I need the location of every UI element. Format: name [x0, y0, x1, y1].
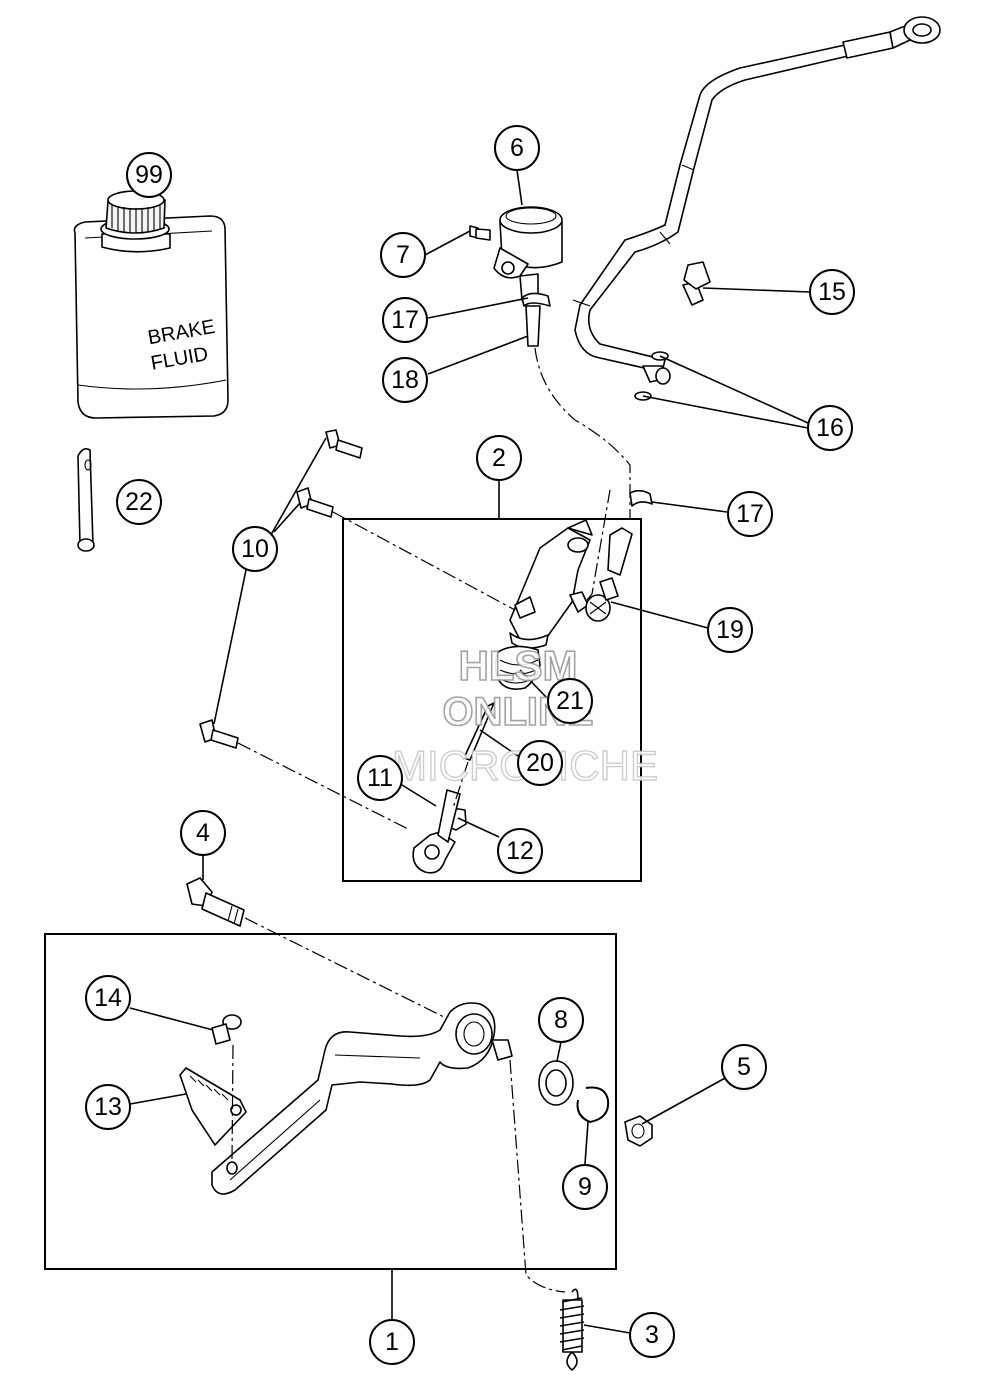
brake-pedal-assembly-frame: [44, 933, 617, 1270]
push-rod: [463, 702, 495, 761]
svg-text:12: 12: [506, 837, 534, 865]
svg-text:4: 4: [196, 819, 210, 847]
callout-6: 6: [494, 125, 540, 171]
callout-9: 9: [562, 1164, 608, 1210]
watermark-line1: HLSM: [459, 642, 578, 689]
callout-3: 3: [629, 1312, 675, 1358]
callout-15: 15: [809, 269, 855, 315]
svg-text:11: 11: [367, 764, 393, 792]
brake-line: [572, 16, 941, 385]
svg-text:10: 10: [241, 535, 269, 563]
screw-clevis: [199, 719, 239, 749]
callout-2: 2: [476, 435, 522, 481]
cotter-pin: [77, 448, 95, 552]
pivot-bolt: [186, 877, 245, 927]
brake-pedal: [211, 1002, 513, 1195]
leader-lines: [129, 169, 811, 1334]
callout-1: 1: [369, 1319, 415, 1365]
svg-text:17: 17: [736, 500, 764, 528]
callout-20: 20: [517, 740, 563, 786]
svg-text:14: 14: [94, 984, 122, 1012]
circlip: [576, 1086, 610, 1124]
svg-text:13: 13: [94, 1093, 122, 1121]
callout-99: 99: [126, 152, 172, 198]
svg-text:15: 15: [818, 278, 846, 306]
callout-17-lower: 17: [727, 491, 773, 537]
callout-7: 7: [380, 232, 426, 278]
svg-text:8: 8: [554, 1006, 568, 1034]
screw-reservoir: [469, 225, 491, 241]
svg-text:9: 9: [578, 1173, 592, 1201]
svg-text:18: 18: [391, 366, 419, 394]
svg-text:3: 3: [645, 1321, 659, 1349]
nut: [624, 1115, 653, 1147]
brake-fluid-reservoir: [493, 206, 563, 301]
step-plate: [179, 1067, 247, 1146]
svg-text:16: 16: [816, 414, 844, 442]
svg-text:22: 22: [125, 488, 153, 516]
callout-22: 22: [116, 479, 162, 525]
clevis: [412, 789, 461, 874]
screw-master-cylinder-lower: [296, 487, 334, 518]
hose-fitting: [585, 577, 619, 622]
callout-4: 4: [180, 810, 226, 856]
brake-master-cylinder: [509, 519, 593, 649]
callout-21: 21: [547, 678, 593, 724]
callout-16: 16: [807, 405, 853, 451]
svg-text:7: 7: [396, 241, 410, 269]
callout-11: 11: [357, 755, 403, 801]
svg-text:1: 1: [385, 1328, 399, 1356]
svg-text:20: 20: [526, 749, 554, 777]
callout-13: 13: [85, 1084, 131, 1130]
reservoir-hose: [525, 305, 541, 347]
callout-14: 14: [85, 975, 131, 1021]
screw-master-cylinder-upper: [325, 429, 363, 459]
svg-text:6: 6: [510, 134, 524, 162]
callout-12: 12: [497, 828, 543, 874]
svg-text:19: 19: [716, 616, 744, 644]
return-spring: [559, 1288, 585, 1372]
master-cylinder-assembly-frame: [342, 518, 642, 882]
hose-clamp-lower: [629, 489, 653, 507]
callout-17-upper: 17: [382, 297, 428, 343]
svg-text:21: 21: [556, 687, 584, 715]
hose-clamp-upper: [521, 292, 551, 307]
banjo-bolt: [682, 261, 711, 306]
svg-text:2: 2: [492, 444, 506, 472]
callout-10: 10: [232, 526, 278, 572]
hose-lower: [607, 527, 633, 576]
callout-5: 5: [721, 1044, 767, 1090]
svg-text:17: 17: [391, 306, 419, 334]
svg-text:99: 99: [135, 161, 163, 189]
brake-fluid-bottle: BRAKE FLUID: [73, 190, 229, 419]
callout-18: 18: [382, 357, 428, 403]
bearing: [538, 1060, 574, 1106]
callout-8: 8: [538, 997, 584, 1043]
svg-text:5: 5: [737, 1053, 751, 1081]
callout-19: 19: [707, 607, 753, 653]
step-plate-screw: [211, 1014, 242, 1045]
